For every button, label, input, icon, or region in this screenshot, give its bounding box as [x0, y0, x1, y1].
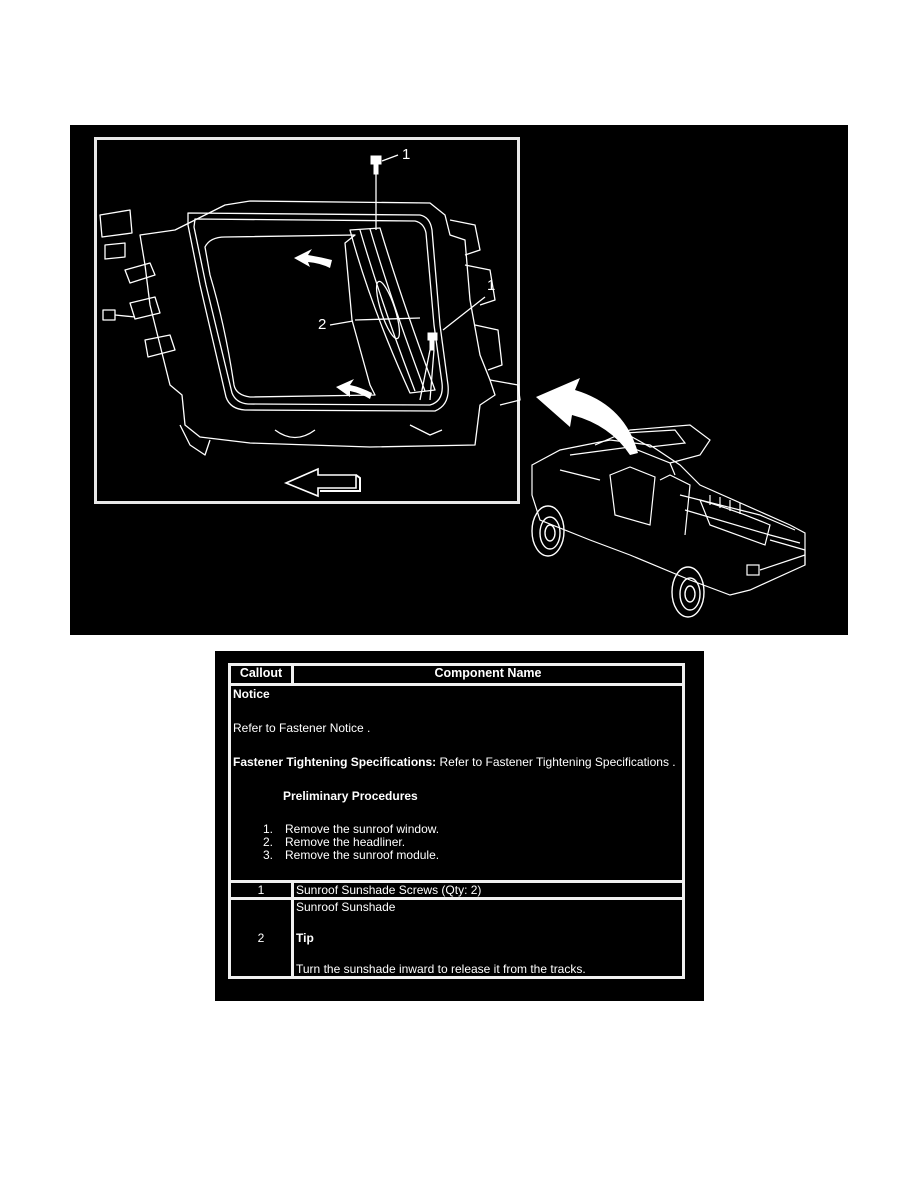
- callout-cell: 1: [228, 880, 294, 900]
- rear-wheel: [671, 566, 705, 618]
- front-wheel: [531, 505, 565, 557]
- notice-text: Refer to Fastener Notice .: [233, 721, 371, 735]
- leader-1-right: [442, 296, 486, 331]
- notice-cell: Notice Refer to Fastener Notice . Fasten…: [228, 683, 685, 883]
- screw-icon: [370, 155, 382, 165]
- list-item: 2.Remove the headliner.: [262, 835, 406, 849]
- callout-label: 1: [402, 146, 411, 163]
- location-arrow-icon: [536, 378, 638, 455]
- pickup-truck-icon: [531, 424, 806, 596]
- screw-icon: [427, 332, 438, 341]
- list-item: 3.Remove the sunroof module.: [262, 848, 440, 862]
- notice-title: Notice: [233, 687, 270, 701]
- frame-outline: [139, 200, 496, 448]
- front-direction-arrow-icon: [283, 467, 357, 498]
- fastener-spec-text: Refer to Fastener Tightening Specificati…: [436, 755, 676, 769]
- notice-row: Notice Refer to Fastener Notice . Fasten…: [228, 683, 685, 883]
- callout-cell: 2: [228, 897, 294, 979]
- table-row: 1 Sunroof Sunshade Screws (Qty: 2): [228, 880, 685, 900]
- component-table: Callout Component Name Notice Refer to F…: [228, 663, 685, 979]
- sunshade-panel: [349, 227, 436, 394]
- table-row: 2 Sunroof Sunshade Tip Turn the sunshade…: [228, 897, 685, 979]
- tip-label: Tip: [296, 931, 314, 945]
- sunroof-module-detail-inset: [94, 137, 520, 504]
- list-item: 1.Remove the sunroof window.: [262, 822, 440, 836]
- callout-label: 2: [318, 316, 327, 333]
- illustration-drawing: [99, 154, 806, 618]
- tip-text: Turn the sunshade inward to release it f…: [296, 962, 586, 976]
- component-name-cell: Sunroof Sunshade Tip Turn the sunshade i…: [291, 897, 685, 979]
- header-component-name: Component Name: [291, 663, 685, 686]
- preliminary-steps-list: 1.Remove the sunroof window. 2.Remove th…: [233, 823, 680, 862]
- rotate-arrow-icon: [336, 379, 372, 399]
- sunroof-sunshade-illustration: 1 1 2: [70, 125, 848, 635]
- fastener-spec-line: Fastener Tightening Specifications: Refe…: [233, 755, 680, 769]
- fastener-spec-label: Fastener Tightening Specifications:: [233, 755, 437, 769]
- preliminary-procedures-title: Preliminary Procedures: [283, 789, 418, 803]
- component-table-panel: Callout Component Name Notice Refer to F…: [215, 651, 704, 1001]
- glass-opening: [204, 234, 376, 398]
- callout-label: 1: [487, 277, 496, 294]
- component-name: Sunroof Sunshade: [296, 900, 396, 914]
- header-callout: Callout: [228, 663, 294, 686]
- rotate-arrow-icon: [294, 249, 332, 268]
- leader-2: [329, 320, 354, 326]
- component-name-cell: Sunroof Sunshade Screws (Qty: 2): [291, 880, 685, 900]
- table-header-row: Callout Component Name: [228, 663, 685, 686]
